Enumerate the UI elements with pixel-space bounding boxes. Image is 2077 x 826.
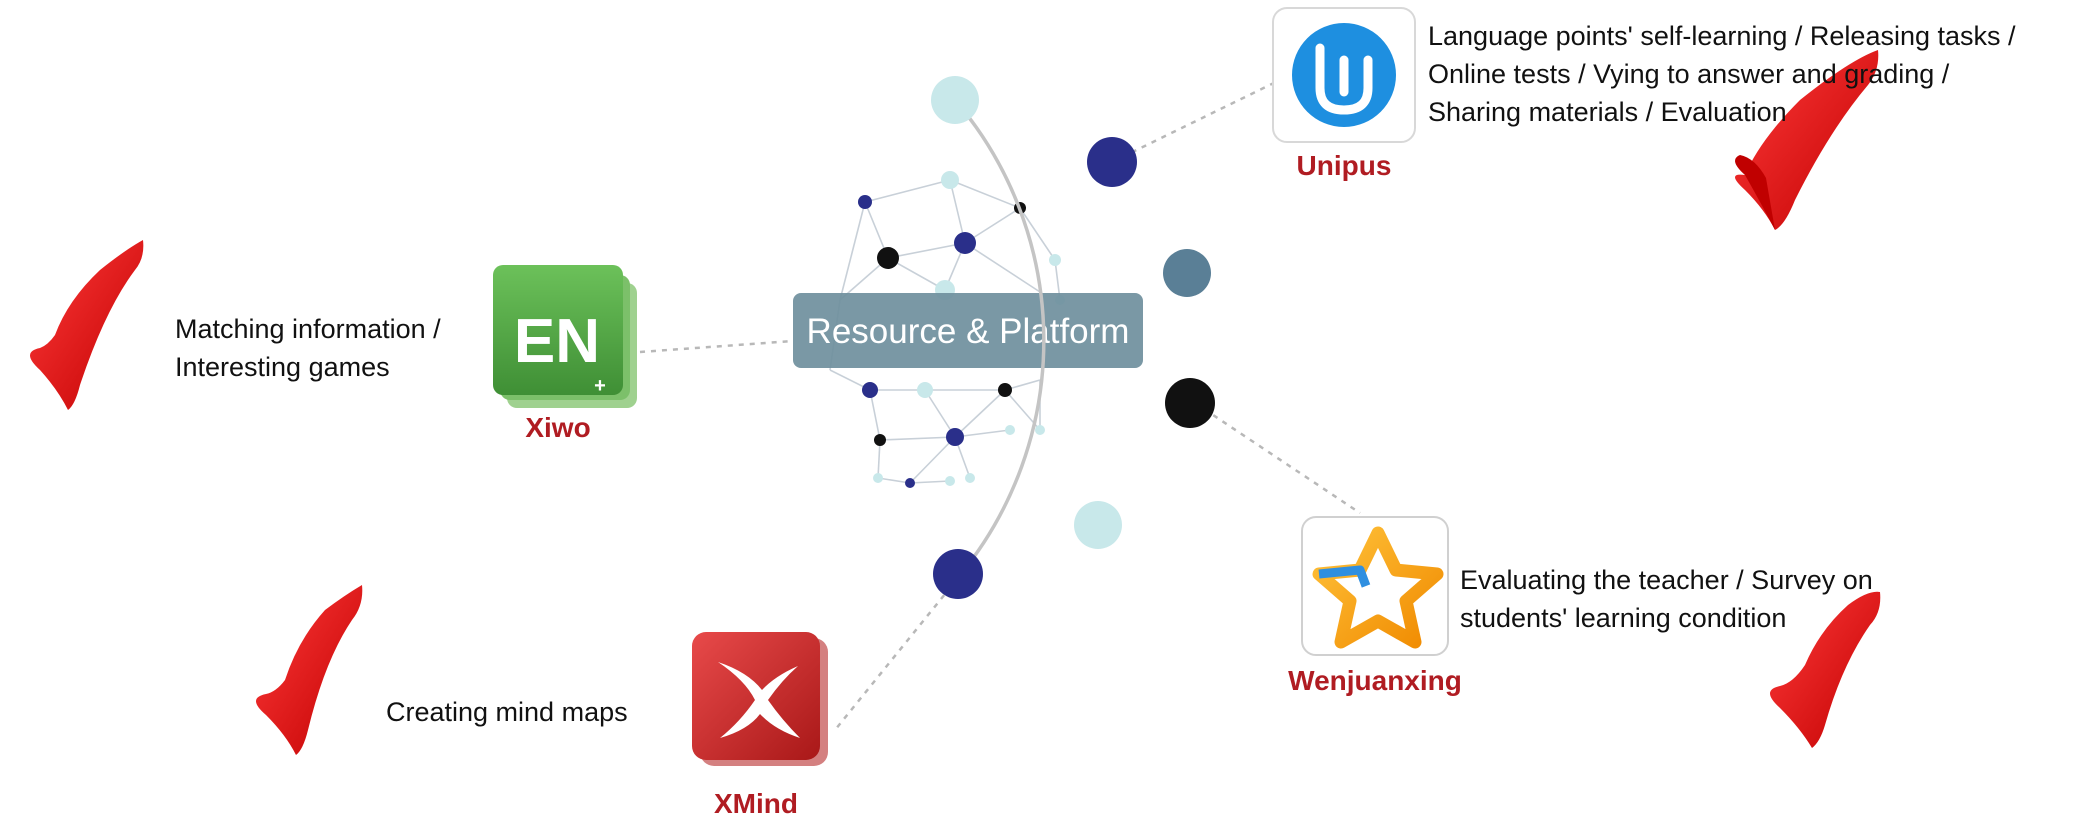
caption-line: Matching information / [175, 314, 441, 344]
connector-arc [953, 98, 1046, 577]
red-check-icon [1770, 591, 1881, 748]
xiwo-icon-text: EN [514, 307, 600, 376]
caption-wenjuanxing: Evaluating the teacher / Survey on stude… [1460, 561, 1873, 637]
red-check-icon [1735, 50, 1879, 230]
xmind-x-icon [692, 632, 828, 766]
caption-line: Evaluating the teacher / Survey on [1460, 565, 1873, 595]
app-name-wenjuanxing: Wenjuanxing [1288, 665, 1462, 696]
app-name-xmind: XMind [714, 788, 798, 819]
caption-unipus: Language points' self-learning / Releasi… [1428, 17, 2016, 131]
caption-line: students' learning condition [1460, 603, 1787, 633]
caption-xmind: Creating mind maps [386, 693, 628, 731]
dashed-connectors [639, 78, 1361, 731]
caption-line: Online tests / Vying to answer and gradi… [1428, 59, 1950, 89]
center-label: Resource & Platform [807, 312, 1130, 351]
red-check-icon [30, 240, 144, 410]
en-book-icon: EN + [493, 265, 637, 408]
caption-line: Interesting games [175, 352, 390, 382]
app-name-xiwo: Xiwo [525, 412, 591, 443]
unipus-u-icon [1272, 7, 1416, 143]
star-icon [1301, 516, 1449, 656]
caption-line: Sharing materials / Evaluation [1428, 97, 1787, 127]
caption-line: Creating mind maps [386, 697, 628, 727]
caption-line: Language points' self-learning / Releasi… [1428, 21, 2016, 51]
app-name-unipus: Unipus [1296, 150, 1392, 181]
arc-dots [931, 76, 1215, 599]
svg-text:+: + [594, 375, 606, 397]
caption-xiwo: Matching information / Interesting games [175, 310, 441, 386]
center-node: Resource & Platform [793, 293, 1143, 368]
red-check-icon [256, 585, 363, 755]
